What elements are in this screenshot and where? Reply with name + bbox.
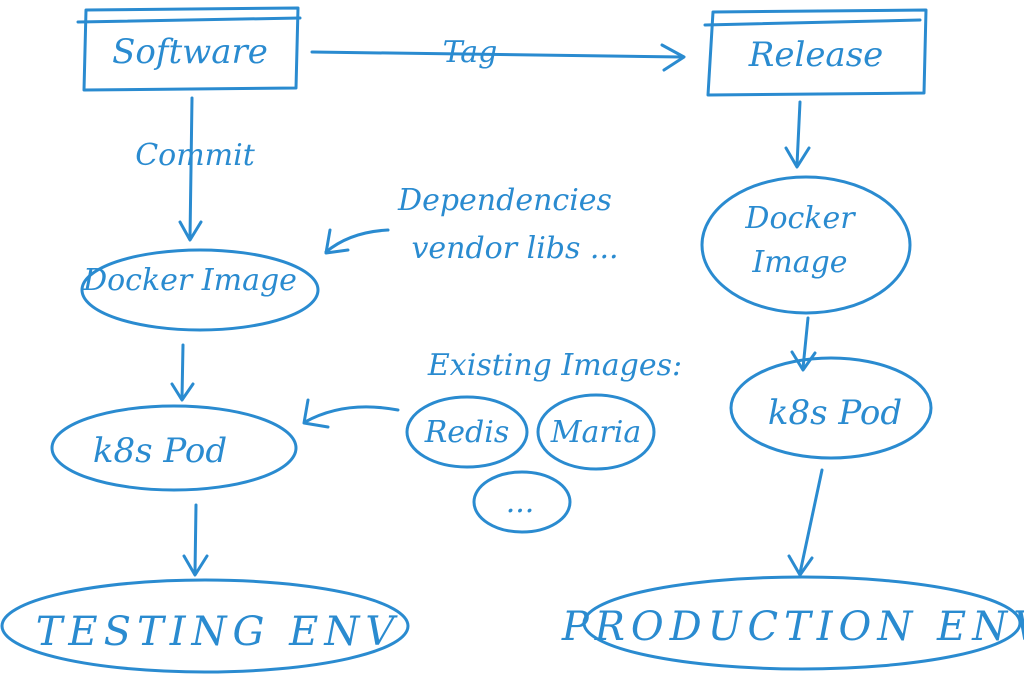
testing-env-node: TESTING ENV xyxy=(0,578,410,674)
k8s-pod-right-node: k8s Pod xyxy=(729,356,933,460)
k8s-pod-right-ellipse xyxy=(729,356,933,460)
k8s-pod-left-node: k8s Pod xyxy=(50,404,298,492)
dependencies-arrow-head xyxy=(324,228,350,255)
dependencies-label-line2: vendor libs ... xyxy=(411,231,618,266)
dependencies-arrow-line xyxy=(324,228,390,254)
docker-image-right-node: Docker Image xyxy=(700,175,912,315)
release-to-docker-arrow-line xyxy=(795,100,802,167)
maria-label: Maria xyxy=(550,415,641,450)
tag-label: Tag xyxy=(443,35,498,70)
pod-to-testing-arrow-head xyxy=(182,554,209,577)
commit-edge: Commit xyxy=(135,96,256,242)
docker-image-right-label-line1: Docker xyxy=(744,201,856,236)
release-node: Release xyxy=(703,8,928,97)
tag-edge: Tag xyxy=(310,35,686,72)
software-box-top-overstroke xyxy=(76,16,302,24)
redis-label: Redis xyxy=(424,415,510,450)
pod-to-testing-arrow-line xyxy=(193,503,198,575)
existing-images-arrow-line xyxy=(303,405,400,424)
k8s-pod-left-ellipse xyxy=(50,404,298,492)
docker-to-pod-left-arrow-head xyxy=(170,382,195,402)
docker-image-left-ellipse xyxy=(80,248,320,332)
commit-arrow-line xyxy=(188,96,194,240)
existing-images-arrow-head xyxy=(302,398,330,429)
release-to-docker-arrow-head xyxy=(784,146,811,169)
more-images-ellipse xyxy=(472,470,572,534)
pod-to-production-arrow-line xyxy=(798,468,824,575)
software-node: Software xyxy=(76,6,302,92)
more-images-label: ... xyxy=(506,485,535,520)
dependencies-annotation: Dependencies vendor libs ... xyxy=(324,183,619,266)
maria-ellipse xyxy=(536,393,656,471)
docker-image-right-ellipse xyxy=(700,175,912,315)
tag-arrow-line xyxy=(310,50,684,59)
production-env-node: PRODUCTION ENV xyxy=(561,575,1024,671)
docker-to-pod-left-arrow-line xyxy=(180,343,185,400)
docker-image-right-label-line2: Image xyxy=(751,245,847,280)
commit-label: Commit xyxy=(135,138,256,173)
existing-images-label: Existing Images: xyxy=(427,348,682,383)
production-env-ellipse xyxy=(582,575,1022,671)
software-box xyxy=(82,6,300,92)
software-label: Software xyxy=(112,32,268,72)
release-label: Release xyxy=(748,35,884,75)
docker-image-left-node: Docker Image xyxy=(80,248,320,332)
dependencies-label-line1: Dependencies xyxy=(397,183,612,218)
docker-image-left-label: Docker Image xyxy=(82,263,297,298)
testing-env-ellipse xyxy=(0,578,410,674)
redis-ellipse xyxy=(405,395,529,469)
production-env-label: PRODUCTION ENV xyxy=(561,604,1024,650)
release-box-top-overstroke xyxy=(703,18,922,27)
k8s-pod-left-label: k8s Pod xyxy=(93,431,227,471)
commit-arrow-head xyxy=(178,220,203,242)
testing-env-label: TESTING ENV xyxy=(36,609,401,655)
pod-to-production-arrow-head xyxy=(787,554,814,577)
existing-images-annotation: Existing Images: Redis Maria ... xyxy=(302,348,682,534)
tag-arrow-head xyxy=(660,43,686,72)
release-box xyxy=(706,8,928,97)
k8s-pod-right-label: k8s Pod xyxy=(768,393,902,433)
